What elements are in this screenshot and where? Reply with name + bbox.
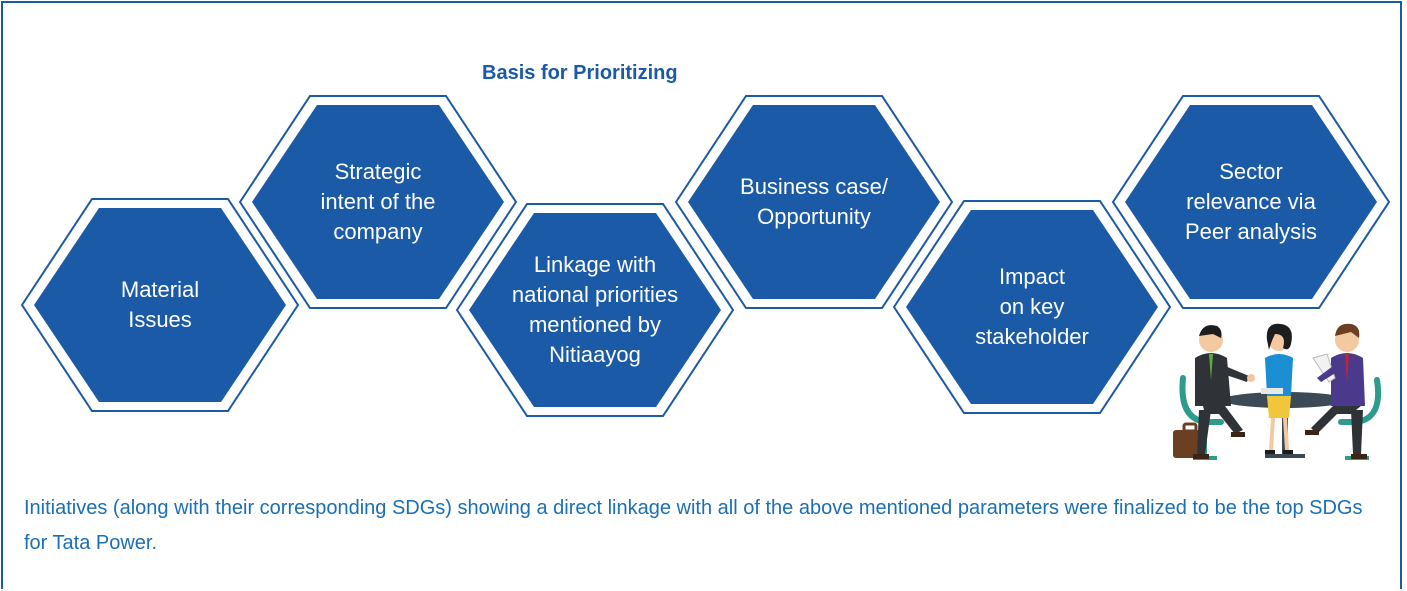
hexagon-strategic-intent: Strategic intent of the company (237, 93, 519, 311)
hexagon-shape (238, 95, 518, 309)
hexagon-label: Linkage with national priorities mention… (511, 252, 679, 367)
hexagon-shape (20, 198, 300, 412)
hexagon-material-issues: Material Issues (19, 196, 301, 414)
hexagon-sector-relevance: Sector relevance via Peer analysis (1110, 93, 1392, 311)
hexagon-shape (455, 203, 735, 417)
hexagon-shape (1111, 95, 1391, 309)
hexagon-label: Strategic intent of the company (320, 159, 436, 244)
footer-text: Initiatives (along with their correspond… (24, 497, 1363, 554)
business-meeting-illustration (1173, 323, 1381, 460)
hexagon-label: Impact on key stakeholder (975, 264, 1089, 349)
hexagon-label: Material Issues (120, 277, 200, 332)
hexagon-label: Business case/ Opportunity (740, 174, 888, 229)
hexagon-impact-stakeholder: Impact on key stakeholder (891, 198, 1173, 416)
hexagon-business-case: Business case/ Opportunity (673, 93, 955, 311)
hexagon-shape (892, 200, 1172, 414)
hexagon-label: Sector relevance via Peer analysis (1184, 159, 1318, 244)
hexagon-national-priorities: Linkage with national priorities mention… (454, 201, 736, 419)
hexagon-shape (674, 95, 954, 309)
diagram-title: Basis for Prioritizing (482, 62, 678, 84)
